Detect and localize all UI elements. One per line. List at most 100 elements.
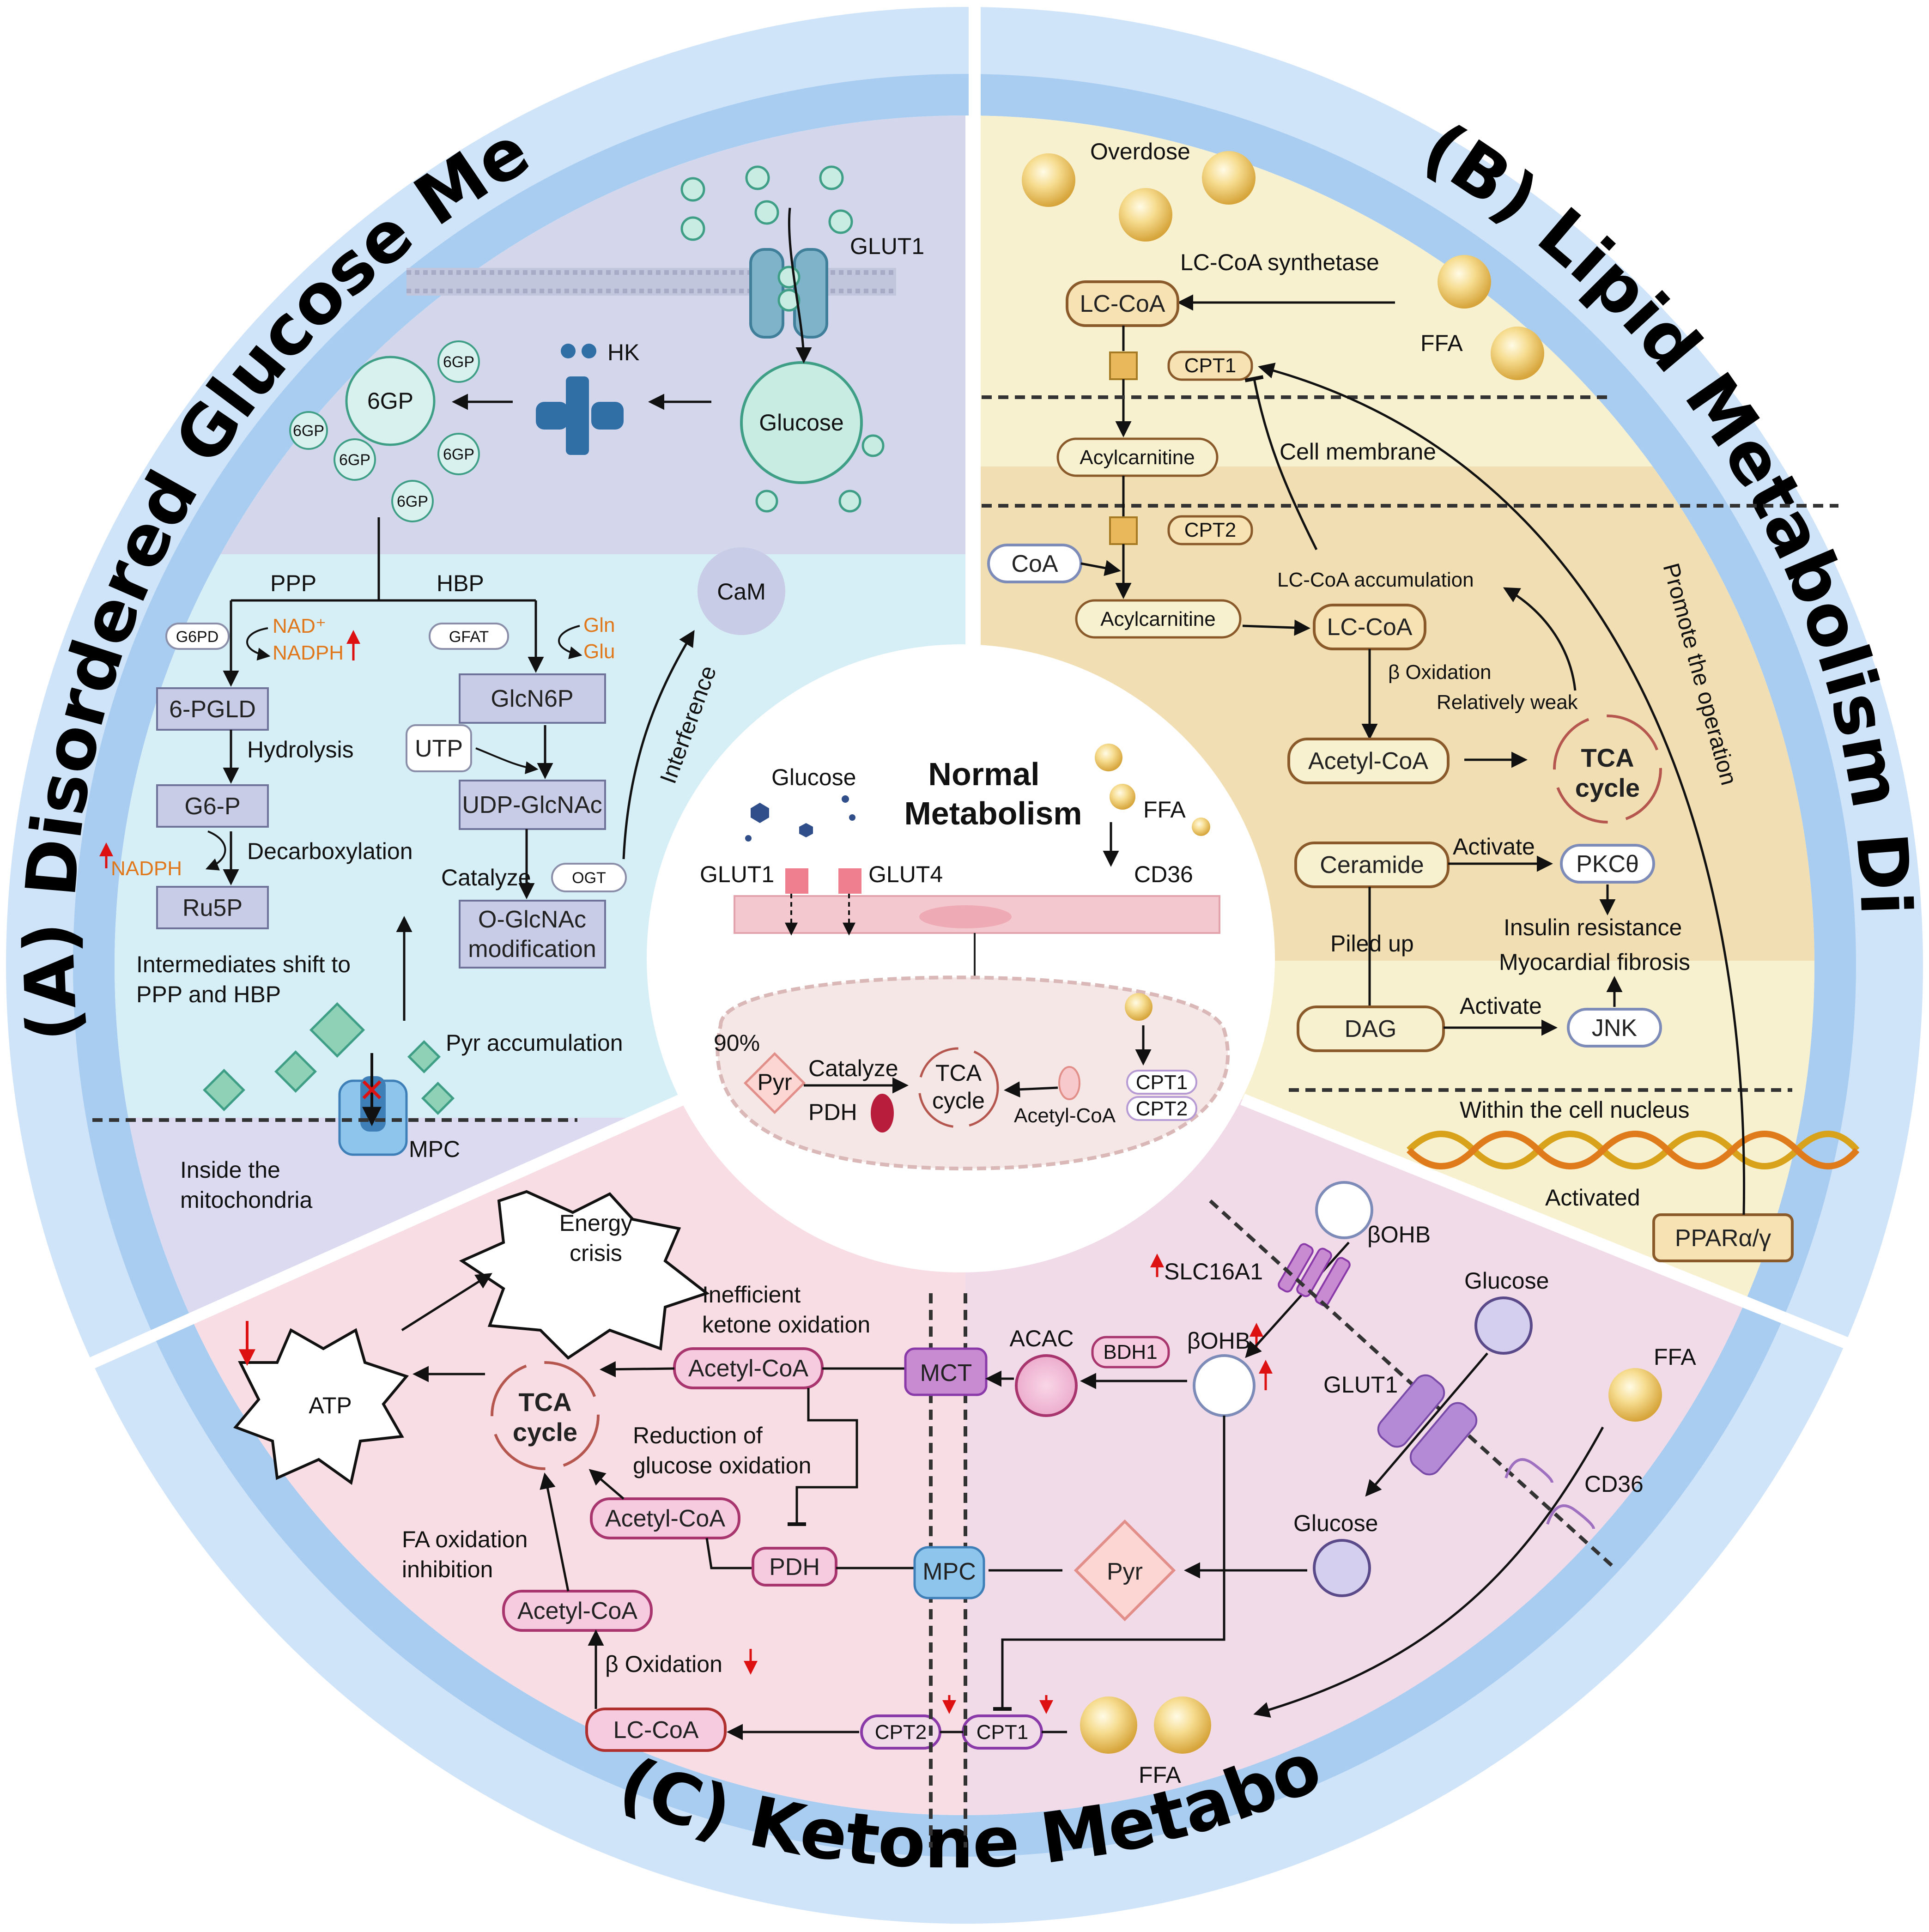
- c-glut1-label: GLUT1: [1323, 1372, 1398, 1398]
- center-pdh-label: PDH: [808, 1099, 857, 1125]
- cam-circle: [698, 547, 785, 635]
- activate-label-2: Activate: [1460, 993, 1542, 1019]
- c-beta-oxidation-label: β Oxidation: [605, 1651, 722, 1677]
- c-ffa-label-1: FFA: [1654, 1344, 1696, 1370]
- center-acetylcoa-label: Acetyl-CoA: [1014, 1104, 1116, 1127]
- center-cpt2-label: CPT2: [1136, 1097, 1188, 1120]
- fa-oxidation-label-2: inhibition: [402, 1557, 493, 1582]
- hydrolysis-label: Hydrolysis: [247, 737, 354, 763]
- catalyze-label: Catalyze: [441, 865, 531, 890]
- mct-label: MCT: [920, 1360, 972, 1387]
- section-a: GLUT1 Glucose HK 6GP 6GP 6GP 6GP: [92, 165, 924, 1213]
- ffa-label: FFA: [1420, 330, 1463, 356]
- slc16a1-transporter-icon: [1278, 1243, 1351, 1307]
- bohb-label-2: βOHB: [1367, 1222, 1431, 1248]
- inefficient-label-1: Inefficient: [702, 1282, 801, 1308]
- ogt-label: OGT: [572, 869, 606, 887]
- center-cpt1-label: CPT1: [1136, 1071, 1188, 1094]
- bohb-circle-outer: [1315, 1181, 1373, 1239]
- normal-title-2: Metabolism: [904, 795, 1082, 831]
- acylcarnitine-label-1: Acylcarnitine: [1080, 446, 1195, 469]
- dna-helix-icon: [1407, 1131, 1860, 1169]
- glucose-label: Glucose: [759, 410, 843, 436]
- slc16a1-label: SLC16A1: [1164, 1259, 1263, 1284]
- section-c: Energy crisis ATP TCA cycle Inefficient …: [233, 1181, 1696, 1847]
- divider-right: [1240, 1093, 1929, 1382]
- lccoa-label: LC-CoA: [1080, 291, 1165, 317]
- energy-crisis-label-2: crisis: [570, 1240, 622, 1266]
- tca-label-2: cycle: [1575, 773, 1640, 802]
- decarboxylation-label: Decarboxylation: [247, 838, 413, 864]
- tca-label-1: TCA: [1581, 743, 1634, 772]
- center-glut4-label: GLUT4: [868, 861, 943, 887]
- g6p-big-circle: [345, 356, 436, 446]
- c-glucose-label-2: Glucose: [1293, 1510, 1378, 1536]
- fa-oxidation-label-1: FA oxidation: [402, 1526, 528, 1552]
- c-tca-label-1: TCA: [518, 1387, 571, 1417]
- block-x-icon: ✕: [358, 1072, 386, 1108]
- c-acetylcoa-label-1: Acetyl-CoA: [688, 1355, 808, 1382]
- c-ffa-label-2: FFA: [1139, 1762, 1181, 1788]
- c-tca-cycle-icon: [491, 1361, 600, 1470]
- hbp-label: HBP: [437, 570, 484, 596]
- center-tca-icon: [918, 1047, 999, 1128]
- c-cd36-label: CD36: [1584, 1471, 1644, 1497]
- bdh1-label: BDH1: [1103, 1341, 1157, 1363]
- gfat-label: GFAT: [449, 628, 489, 646]
- g6p-small-2: 6GP: [293, 422, 324, 440]
- acac-label: ACAC: [1010, 1326, 1074, 1351]
- pgld-label: 6-PGLD: [169, 696, 256, 723]
- nad-label: NAD⁺: [273, 615, 326, 637]
- cell-membrane-label: Cell membrane: [1280, 439, 1436, 465]
- ppp-label: PPP: [270, 570, 316, 596]
- hk-label: HK: [607, 339, 639, 365]
- glu-label: Glu: [583, 640, 615, 663]
- center-pyr-label: Pyr: [758, 1069, 792, 1095]
- atp-label: ATP: [309, 1393, 352, 1418]
- nadph-label: NADPH: [273, 642, 344, 664]
- bohb-circle-inner: [1193, 1354, 1256, 1417]
- reduction-label-1: Reduction of: [633, 1423, 763, 1448]
- g6p-small-circles: [289, 340, 480, 522]
- pyr-accumulation-label: Pyr accumulation: [446, 1030, 623, 1056]
- g6pd-label: G6PD: [176, 628, 219, 646]
- cpt1-label: CPT1: [1184, 354, 1236, 377]
- atp-burst-icon: [233, 1328, 409, 1485]
- c-tca-label-2: cycle: [513, 1417, 577, 1447]
- g6p-label: G6-P: [184, 793, 240, 820]
- shift-label-1: Intermediates shift to: [136, 951, 351, 977]
- cam-label: CaM: [717, 579, 766, 605]
- cpt2-label: CPT2: [1184, 519, 1236, 541]
- g6p-small-1: 6GP: [443, 353, 474, 371]
- coa-label: CoA: [1011, 551, 1058, 577]
- mpc-label: MPC: [409, 1136, 460, 1162]
- c-glucose-label-1: Glucose: [1464, 1268, 1549, 1294]
- lccoa-label-2: LC-CoA: [1327, 614, 1413, 641]
- relatively-weak-label: Relatively weak: [1437, 691, 1578, 714]
- mitochondrion-icon: [716, 975, 1230, 1171]
- center-glucose-label: Glucose: [771, 764, 856, 790]
- center-catalyze-label: Catalyze: [808, 1055, 898, 1081]
- inside-mito-label-1: Inside the: [180, 1157, 280, 1183]
- pkc-label: PKCθ: [1576, 851, 1639, 878]
- overdose-label: Overdose: [1090, 139, 1190, 164]
- c-pdh-label: PDH: [769, 1554, 820, 1581]
- myocardial-fibrosis-label: Myocardial fibrosis: [1499, 949, 1690, 975]
- oglcnac-label-2: modification: [468, 936, 596, 963]
- reduction-label-2: glucose oxidation: [633, 1453, 811, 1478]
- divider-left: [0, 1089, 696, 1410]
- g6p-small-4: 6GP: [443, 446, 474, 463]
- c-glucose-circle-2: [1313, 1539, 1371, 1597]
- hk-enzyme-icon: [536, 344, 624, 455]
- beta-oxidation-label: β Oxidation: [1388, 661, 1491, 684]
- lccoa-accumulation-label: LC-CoA accumulation: [1277, 569, 1474, 591]
- c-cd36-icon: [1504, 1458, 1595, 1529]
- center-tca-label-1: TCA: [935, 1060, 982, 1086]
- nadph2-label: NADPH: [111, 857, 182, 880]
- shift-label-2: PPP and HBP: [136, 981, 281, 1007]
- g6p-small-3: 6GP: [339, 451, 370, 469]
- energy-crisis-label-1: Energy: [559, 1210, 632, 1236]
- tca-cycle-icon: [1553, 715, 1662, 824]
- energy-crisis-burst-icon: [459, 1190, 710, 1360]
- gln-label: Gln: [583, 614, 615, 636]
